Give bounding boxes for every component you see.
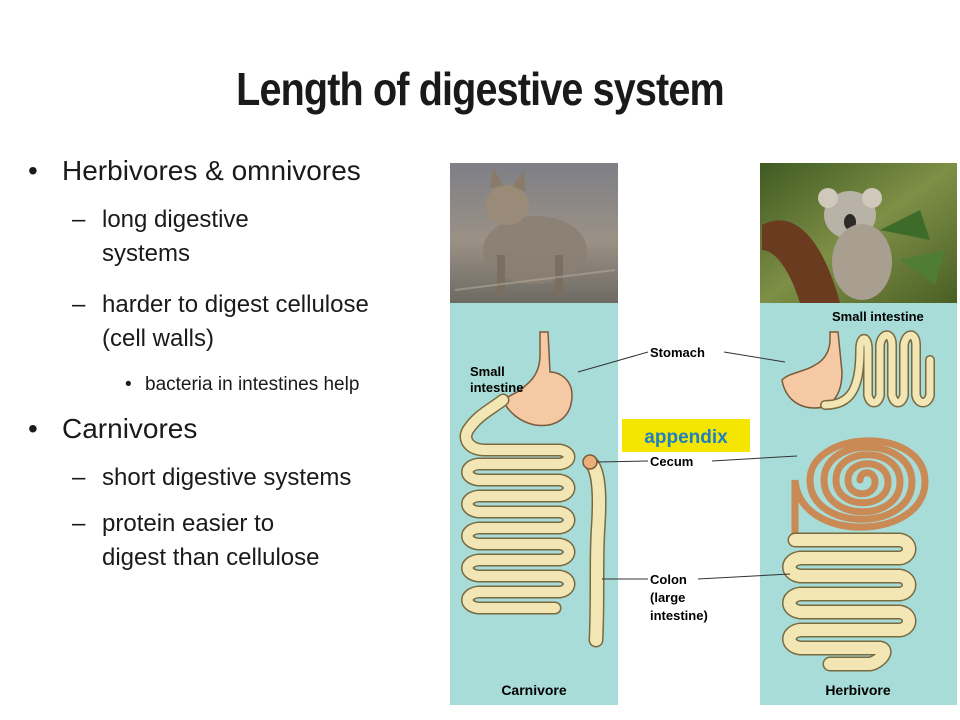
carnivore-small-intestine-outline	[459, 393, 576, 615]
carnivore-panel: Small intestine Carnivore	[450, 163, 618, 705]
middle-labels: Stomach appendix Cecum Colon (large inte…	[577, 345, 798, 623]
sub-bullet-line: systems	[102, 240, 191, 267]
label-stomach: Stomach	[650, 345, 705, 360]
leader-stomach-right	[723, 351, 786, 363]
label-small-intestine-left-1: Small	[470, 364, 505, 379]
herbivore-cecum-spiral	[791, 437, 929, 539]
leader-stomach-left	[577, 351, 649, 373]
sub-bullet-line: harder to digest cellulose	[102, 291, 369, 318]
herbivore-panel: Small intestine Herbivore	[760, 163, 957, 705]
coyote-figure	[454, 168, 616, 295]
carnivore-diagram-background	[450, 303, 618, 705]
bullet-carnivores: • Carnivores	[28, 413, 198, 445]
herbivore-small-intestine-outline	[820, 330, 935, 410]
sub-bullet-line: (cell walls)	[102, 325, 215, 352]
dash-marker: –	[72, 206, 86, 233]
bullet-marker: •	[28, 155, 38, 186]
label-colon-3: intestine)	[650, 608, 708, 623]
sub-bullet-line: digest than cellulose	[102, 544, 320, 571]
label-small-intestine-left-2: intestine	[470, 380, 523, 395]
dash-marker: –	[72, 510, 86, 537]
subsub-text: bacteria in intestines help	[145, 374, 360, 395]
carnivore-small-intestine	[461, 395, 574, 613]
bullet-marker: •	[28, 413, 38, 444]
carnivore-colon-outline	[582, 454, 607, 648]
sub-bullet-short-systems: – short digestive systems	[72, 461, 352, 495]
herbivore-diagram-background	[760, 303, 957, 705]
koala-photo-icon	[760, 163, 957, 303]
leader-cecum-left	[596, 460, 649, 463]
bullet-text: Carnivores	[62, 413, 198, 444]
sub-bullet-line: short digestive systems	[102, 464, 352, 491]
sub-bullet-long-systems: – long digestive systems	[72, 203, 362, 271]
carnivore-stomach	[502, 331, 573, 427]
label-colon-1: Colon	[650, 572, 687, 587]
label-herbivore: Herbivore	[825, 682, 891, 698]
label-small-intestine-right: Small intestine	[832, 309, 924, 324]
bullet-herbivores: • Herbivores & omnivores	[28, 155, 361, 187]
herbivore-small-intestine	[821, 331, 934, 409]
bullet-marker: •	[125, 374, 132, 395]
slide-title: Length of digestive system	[236, 63, 724, 115]
leader-cecum-right	[711, 455, 798, 462]
carnivore-cecum	[582, 454, 598, 470]
subsub-bullet-bacteria: • bacteria in intestines help	[125, 374, 360, 396]
label-appendix: appendix	[644, 427, 728, 448]
leader-colon-right	[697, 573, 791, 580]
label-cecum: Cecum	[650, 454, 693, 469]
appendix-badge	[622, 419, 750, 452]
sub-bullet-cellulose: – harder to digest cellulose (cell walls…	[72, 288, 462, 356]
bullet-text: Herbivores & omnivores	[62, 155, 361, 186]
herbivore-colon-outline	[782, 532, 917, 672]
label-colon-2: (large	[650, 590, 685, 605]
herbivore-colon	[783, 534, 915, 670]
herbivore-stomach	[781, 331, 843, 409]
label-carnivore: Carnivore	[501, 682, 567, 698]
coyote-photo-icon	[450, 163, 618, 303]
sub-bullet-protein: – protein easier to digest than cellulos…	[72, 507, 402, 575]
koala-figure	[762, 188, 945, 303]
sub-bullet-line: long digestive	[102, 206, 249, 233]
sub-bullet-line: protein easier to	[102, 510, 275, 537]
dash-marker: –	[72, 291, 86, 318]
dash-marker: –	[72, 464, 86, 491]
carnivore-colon	[584, 456, 606, 646]
